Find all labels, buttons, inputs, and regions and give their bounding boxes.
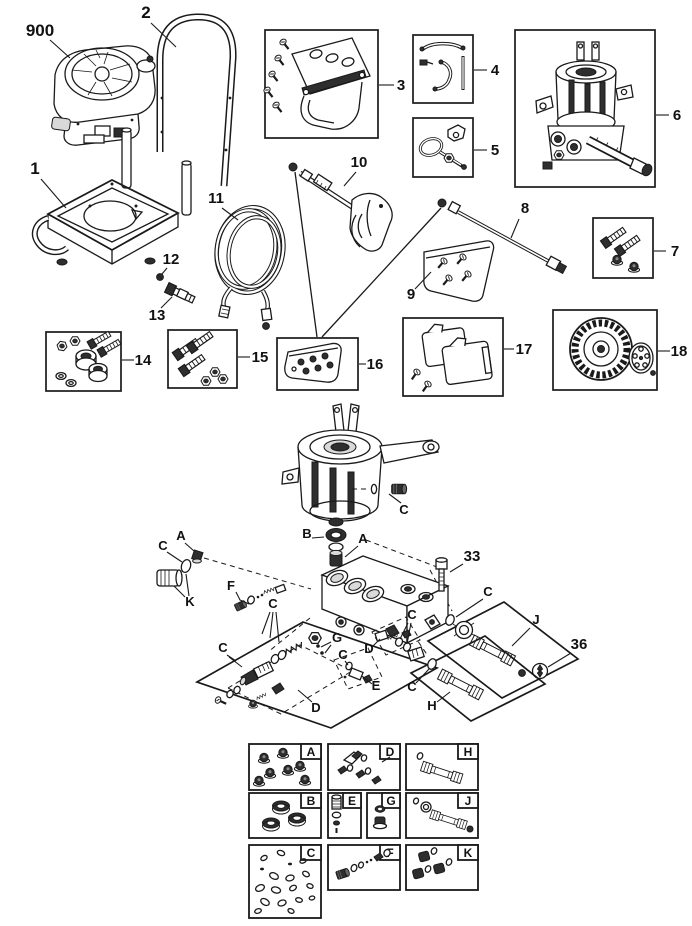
callout-18: 18 <box>671 343 688 360</box>
callout-2: 2 <box>141 3 150 22</box>
kit-box-b: B <box>248 792 322 839</box>
callout-letter-d2: D <box>364 641 373 656</box>
callout-letter-h: H <box>427 698 436 713</box>
kit-box-e: E <box>327 792 362 839</box>
callout-10: 10 <box>351 154 368 171</box>
unloader-kit-d <box>194 621 440 729</box>
handle-illustration <box>156 13 237 187</box>
kit-box-h: H <box>405 743 479 791</box>
fastener-bag-illustration <box>423 240 495 302</box>
kit-box-h-label: H <box>464 745 473 759</box>
kit-box-a: A <box>248 743 322 791</box>
frame-illustration <box>31 127 192 266</box>
part-box-14 <box>45 329 123 392</box>
kit-box-j: J <box>405 792 479 839</box>
callout-letter-c6: C <box>407 607 417 622</box>
callout-16: 16 <box>367 356 384 373</box>
inlet-tube-kit-h <box>409 634 547 723</box>
kit-box-a-label: A <box>307 745 316 759</box>
pump-exploded-section: C B A A C K <box>156 403 588 729</box>
part-box-6 <box>514 29 656 188</box>
check-valve-kit-d2 <box>371 616 426 662</box>
callout-letter-c5: C <box>338 647 348 662</box>
callout-11: 11 <box>208 190 224 207</box>
callout-letter-c3: C <box>268 596 278 611</box>
callout-7: 7 <box>671 243 679 260</box>
manifold-illustration <box>320 555 450 645</box>
bearing-seal-stack <box>325 517 347 567</box>
manifold-bolt-33 <box>435 557 448 592</box>
callout-letter-g: G <box>332 630 342 645</box>
callout-13: 13 <box>149 307 166 324</box>
callout-letter-c4: C <box>218 640 228 655</box>
kit-box-g: G <box>366 792 401 839</box>
part-box-17 <box>402 317 504 397</box>
callout-14: 14 <box>135 352 152 369</box>
housing-plug-c <box>352 483 408 495</box>
callout-33: 33 <box>464 548 481 565</box>
callout-12: 12 <box>163 251 180 268</box>
callout-8: 8 <box>521 200 529 217</box>
cap-36 <box>531 662 549 680</box>
kit-grid-section: A D H B E <box>248 743 479 919</box>
callout-letter-e: E <box>372 678 381 693</box>
oring-assortment <box>254 849 316 915</box>
callout-letter-f: F <box>227 578 235 593</box>
spray-gun-illustration <box>288 162 393 252</box>
callout-3: 3 <box>397 77 405 94</box>
kit-box-c: C <box>248 844 322 919</box>
callout-letter-c8: C <box>407 679 417 694</box>
outlet-tube-kit-j <box>426 600 580 700</box>
callout-letter-c1: C <box>399 502 409 517</box>
callout-1: 1 <box>30 159 39 178</box>
callout-letter-a1: A <box>176 528 186 543</box>
callout-4: 4 <box>491 62 500 79</box>
kit-box-g-label: G <box>386 794 395 808</box>
kit-box-f: F <box>327 844 401 891</box>
callout-letter-b: B <box>302 526 311 541</box>
callout-900: 900 <box>26 21 54 40</box>
kit-box-b-label: B <box>307 794 316 808</box>
part-box-5 <box>412 117 474 178</box>
callout-6: 6 <box>673 107 681 124</box>
callout-letter-c7: C <box>483 584 493 599</box>
kit-box-j-label: J <box>465 794 472 808</box>
hose-illustration <box>214 204 286 330</box>
callout-5: 5 <box>491 142 499 159</box>
e-kit-parts <box>333 647 383 690</box>
part-box-18 <box>552 309 658 391</box>
callout-15: 15 <box>252 349 269 366</box>
kit-box-k-label: K <box>464 846 473 860</box>
callout-36: 36 <box>571 636 588 653</box>
bolt-13-illustration <box>164 282 197 306</box>
callout-9: 9 <box>407 286 415 303</box>
kit-box-k: K <box>405 844 479 891</box>
callout-letter-a2: A <box>358 531 368 546</box>
callout-letter-j: J <box>532 612 539 627</box>
engine-illustration <box>51 45 156 146</box>
kit-box-d-label: D <box>386 745 395 759</box>
part-box-15 <box>167 329 238 389</box>
part-box-7 <box>592 217 654 279</box>
part-box-4 <box>412 34 474 104</box>
callout-letter-k: K <box>185 594 195 609</box>
main-assembly-section: 900 2 1 <box>26 3 688 397</box>
part-box-3 <box>261 29 379 139</box>
pump-housing-illustration <box>281 403 440 522</box>
f-kit-parts <box>233 583 287 612</box>
part-box-16 <box>276 337 359 391</box>
kit-box-c-label: C <box>307 846 316 860</box>
left-plug-kit <box>156 549 204 587</box>
callout-17: 17 <box>516 341 533 358</box>
kit-box-e-label: E <box>348 794 356 808</box>
callout-letter-d1: D <box>311 700 320 715</box>
screw-12-illustration <box>156 273 164 281</box>
kit-box-d: D <box>327 743 401 791</box>
g-kit-parts <box>316 644 324 655</box>
wand-illustration <box>437 198 568 275</box>
callout-letter-c2: C <box>158 538 168 553</box>
